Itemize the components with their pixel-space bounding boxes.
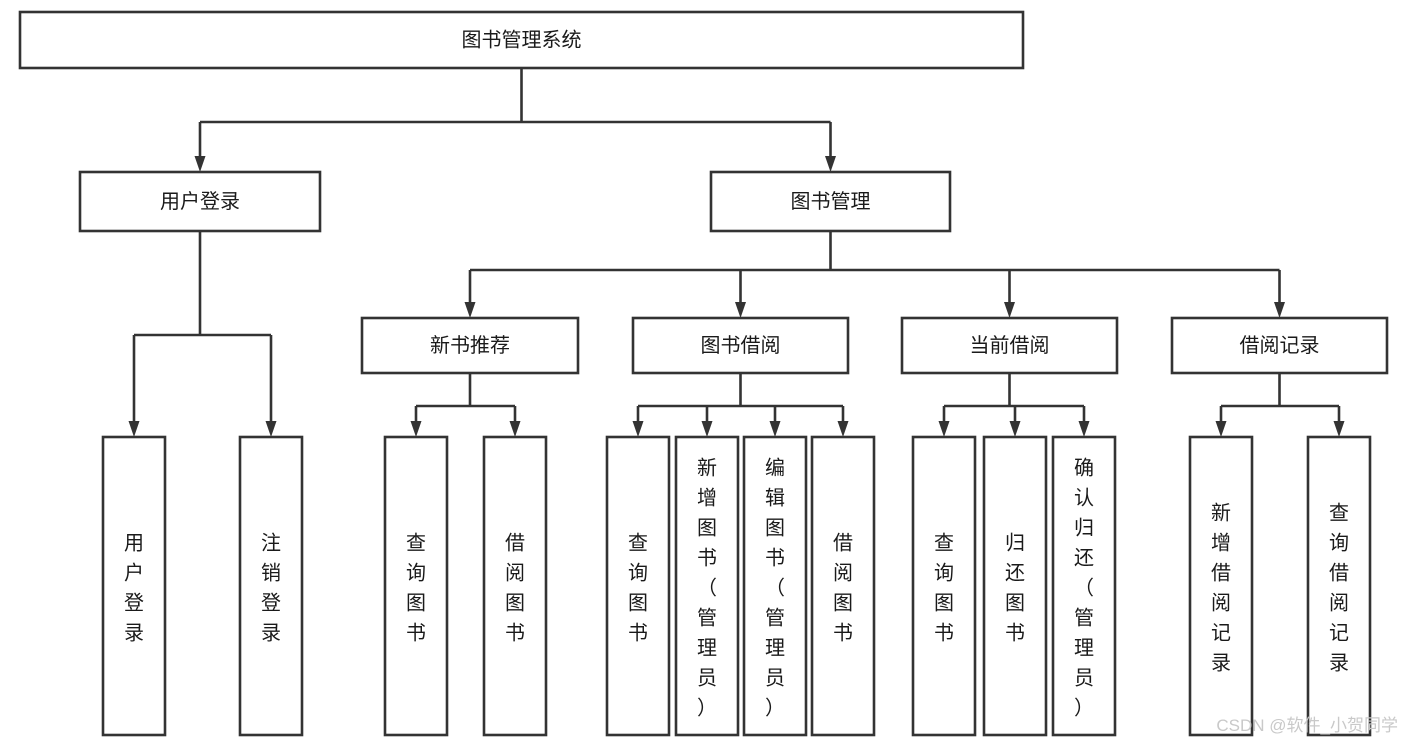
node-leaf-query-borrow-record[interactable]: 查询借阅记录: [1306, 435, 1372, 737]
node-label-current-borrow: 当前借阅: [970, 334, 1050, 357]
node-label-new-book-recommend: 新书推荐: [430, 334, 510, 357]
node-label-book-borrow: 图书借阅: [701, 334, 781, 357]
node-label-user-login: 用户登录: [160, 190, 240, 213]
node-box-book-manage: [709, 170, 952, 233]
node-leaf-confirm-return[interactable]: 确认归还（管理员）: [1051, 435, 1117, 737]
node-new-book-recommend[interactable]: 新书推荐: [360, 316, 580, 375]
node-leaf-user-login[interactable]: 用户登录: [101, 435, 167, 737]
node-leaf-user-logout[interactable]: 注销登录: [238, 435, 304, 737]
node-box-leaf-user-login: [101, 435, 167, 737]
node-box-new-book-recommend: [360, 316, 580, 375]
node-leaf-borrow-book-recommend[interactable]: 借阅图书: [482, 435, 548, 737]
node-label-leaf-query-book-recommend: 查询图书: [406, 531, 426, 644]
node-book-borrow[interactable]: 图书借阅: [631, 316, 850, 375]
node-box-user-login: [78, 170, 322, 233]
connector-new-book-recommend-to-leaves: [410, 373, 521, 437]
node-label-leaf-confirm-return: 确认归还（管理员）: [1074, 456, 1094, 719]
node-leaf-borrow-book[interactable]: 借阅图书: [810, 435, 876, 737]
node-box-leaf-query-book-recommend: [383, 435, 449, 737]
node-label-leaf-borrow-book: 借阅图书: [833, 531, 853, 644]
node-box-leaf-edit-book: [742, 435, 808, 737]
node-leaf-query-book-recommend[interactable]: 查询图书: [383, 435, 449, 737]
node-label-leaf-query-book-borrow: 查询图书: [628, 531, 648, 644]
node-label-borrow-record: 借阅记录: [1240, 334, 1320, 357]
node-label-root: 图书管理系统: [462, 28, 582, 51]
node-box-current-borrow: [900, 316, 1119, 375]
node-leaf-query-book-current[interactable]: 查询图书: [911, 435, 977, 737]
connector-user-login-to-leaves: [128, 231, 277, 437]
node-label-leaf-query-book-current: 查询图书: [934, 531, 954, 644]
node-label-leaf-add-book: 新增图书（管理员）: [697, 456, 717, 719]
node-leaf-edit-book[interactable]: 编辑图书（管理员）: [742, 435, 808, 737]
node-box-leaf-query-book-borrow: [605, 435, 671, 737]
node-label-leaf-return-book: 归还图书: [1005, 531, 1025, 644]
node-label-leaf-query-borrow-record: 查询借阅记录: [1329, 501, 1349, 674]
node-box-leaf-user-logout: [238, 435, 304, 737]
node-label-leaf-edit-book: 编辑图书（管理员）: [765, 456, 785, 719]
node-box-leaf-query-borrow-record: [1306, 435, 1372, 737]
node-leaf-add-book[interactable]: 新增图书（管理员）: [674, 435, 740, 737]
node-box-leaf-add-borrow-record: [1188, 435, 1254, 737]
node-root[interactable]: 图书管理系统: [18, 10, 1025, 70]
node-label-leaf-borrow-book-recommend: 借阅图书: [505, 531, 525, 644]
node-label-leaf-user-login: 用户登录: [124, 532, 144, 644]
node-leaf-query-book-borrow[interactable]: 查询图书: [605, 435, 671, 737]
connector-current-borrow-to-leaves: [938, 373, 1090, 437]
node-label-leaf-add-borrow-record: 新增借阅记录: [1211, 501, 1231, 674]
node-leaf-return-book[interactable]: 归还图书: [982, 435, 1048, 737]
node-box-leaf-confirm-return: [1051, 435, 1117, 737]
node-box-leaf-query-book-current: [911, 435, 977, 737]
node-box-leaf-borrow-book-recommend: [482, 435, 548, 737]
connector-book-borrow-to-leaves: [632, 373, 849, 437]
node-box-leaf-borrow-book: [810, 435, 876, 737]
node-user-login[interactable]: 用户登录: [78, 170, 322, 233]
node-borrow-record[interactable]: 借阅记录: [1170, 316, 1389, 375]
node-book-manage[interactable]: 图书管理: [709, 170, 952, 233]
connector-book-manage-to-level3: [464, 231, 1285, 318]
node-leaf-add-borrow-record[interactable]: 新增借阅记录: [1188, 435, 1254, 737]
node-box-book-borrow: [631, 316, 850, 375]
node-label-leaf-user-logout: 注销登录: [261, 531, 281, 644]
node-box-root: [18, 10, 1025, 70]
connector-root-to-level2: [194, 68, 836, 172]
node-label-book-manage: 图书管理: [791, 190, 871, 213]
node-box-leaf-return-book: [982, 435, 1048, 737]
connector-borrow-record-to-leaves: [1215, 373, 1345, 437]
node-box-leaf-add-book: [674, 435, 740, 737]
node-current-borrow[interactable]: 当前借阅: [900, 316, 1119, 375]
node-box-borrow-record: [1170, 316, 1389, 375]
